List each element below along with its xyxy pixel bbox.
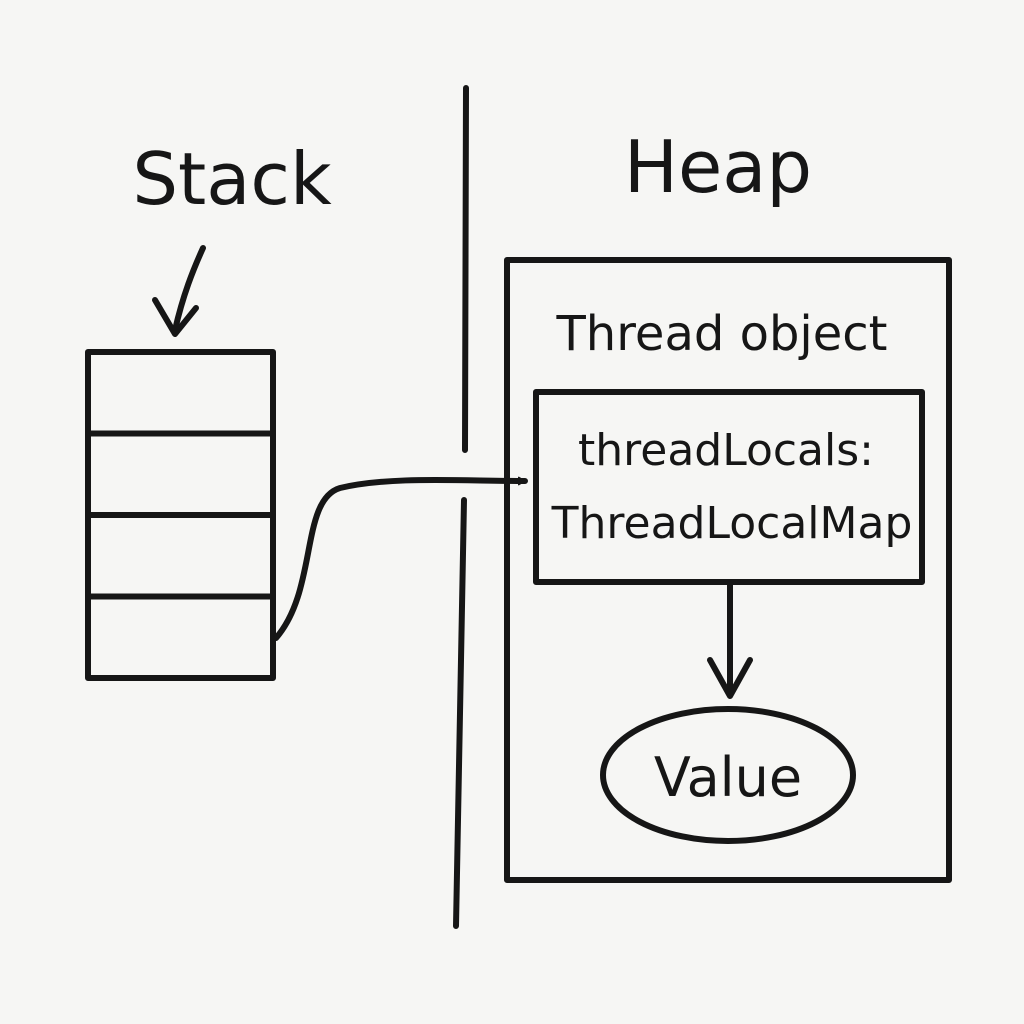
thread-locals-line2: ThreadLocalMap [551, 498, 913, 549]
stack-pointer-arrow-head [152, 297, 199, 337]
thread-object-box [504, 257, 952, 883]
stack-heap-divider [453, 85, 469, 929]
thread-locals-line1: threadLocals: [578, 425, 874, 476]
stack-frames [85, 349, 276, 681]
thread-locals-box [533, 389, 925, 585]
stack-pointer-arrow-shaft [172, 245, 206, 333]
map-to-value-arrow-head [707, 657, 753, 699]
stack-title: Stack [132, 137, 332, 221]
stack-to-map-arrow [273, 476, 528, 641]
value-label: Value [654, 746, 802, 809]
thread-object-label: Thread object [555, 306, 887, 362]
value-ellipse [600, 706, 856, 844]
heap-title: Heap [624, 125, 812, 209]
